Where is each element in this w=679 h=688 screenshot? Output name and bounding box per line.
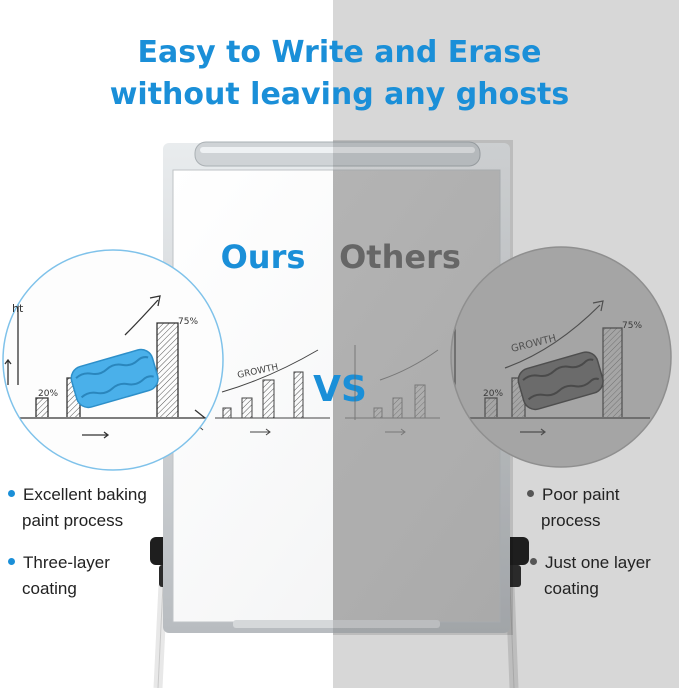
others-circle-75pct: 75% xyxy=(622,321,642,331)
board-doodle-others xyxy=(345,345,440,436)
blue-bullet-icon xyxy=(8,490,15,498)
ours-circle-20pct: 20% xyxy=(38,389,58,399)
board-doodle-ours xyxy=(194,349,330,436)
gray-bullet-icon xyxy=(527,490,534,498)
ours-feature-2: Three-layer coating xyxy=(8,550,110,602)
zoom-circle-ours xyxy=(2,249,224,471)
others-feature-2-line1: Just one layer xyxy=(545,553,651,572)
ours-circle-75pct: 75% xyxy=(178,317,198,327)
gray-bullet-icon xyxy=(530,558,537,566)
others-label: Others xyxy=(339,238,461,276)
eraser-icon xyxy=(70,348,159,409)
ours-feature-1-line1: Excellent baking xyxy=(23,485,147,504)
zoom-circle-others xyxy=(450,246,672,468)
ours-circle-ht-text: ht xyxy=(12,302,24,315)
others-feature-1-line1: Poor paint xyxy=(542,485,620,504)
others-circle-20pct: 20% xyxy=(483,389,503,399)
others-feature-1-line2: process xyxy=(541,511,601,530)
headline: Easy to Write and Erase without leaving … xyxy=(0,32,679,116)
others-feature-1: Poor paint process xyxy=(527,482,620,534)
ours-feature-2-line1: Three-layer xyxy=(23,553,110,572)
ours-feature-1: Excellent baking paint process xyxy=(8,482,147,534)
headline-line-2: without leaving any ghosts xyxy=(109,77,570,112)
stand-legs xyxy=(153,584,519,688)
blue-bullet-icon xyxy=(8,558,15,566)
whiteboard-frame xyxy=(163,141,510,633)
ours-feature-1-line2: paint process xyxy=(22,511,124,530)
ours-feature-2-line2: coating xyxy=(22,579,77,598)
ours-label: Ours xyxy=(221,238,306,276)
others-feature-2: Just one layer coating xyxy=(530,550,651,602)
vs-label: VS xyxy=(313,369,367,410)
headline-line-1: Easy to Write and Erase xyxy=(137,35,542,70)
others-feature-2-line2: coating xyxy=(544,579,599,598)
